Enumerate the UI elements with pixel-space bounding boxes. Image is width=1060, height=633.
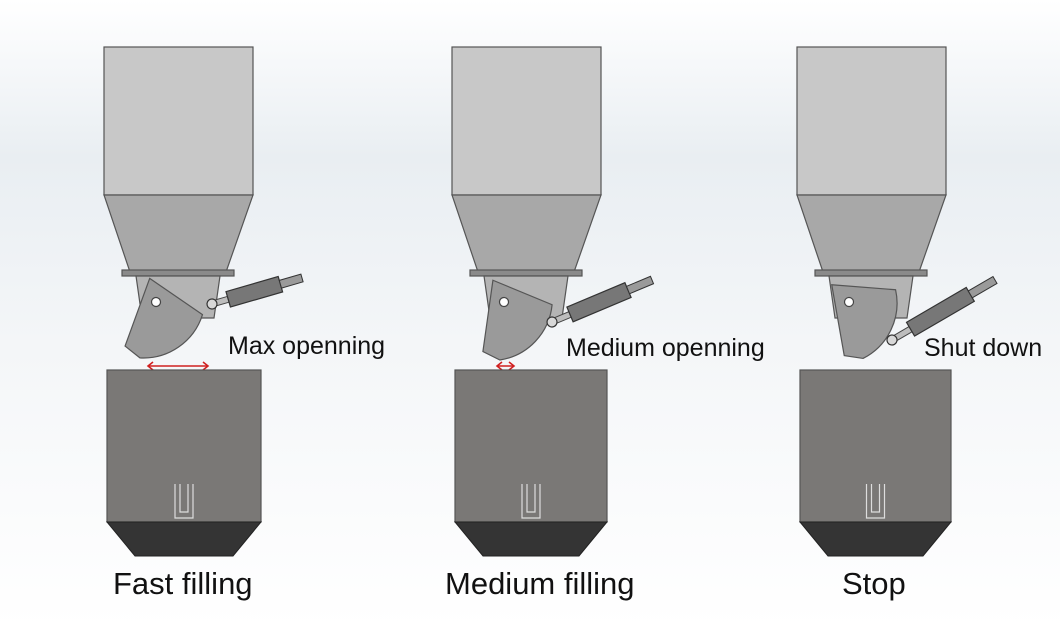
gate-flap	[482, 279, 553, 361]
gate-flap	[831, 284, 898, 360]
flange-plate	[814, 269, 928, 277]
filler-assembly-2	[451, 46, 655, 557]
receiving-bin	[106, 369, 262, 523]
shut-down-label: Shut down	[924, 334, 1043, 362]
actuator-clevis	[886, 334, 898, 346]
hopper-body	[103, 46, 254, 196]
receiving-bin	[799, 369, 952, 523]
filler-assembly-1	[103, 46, 304, 557]
bin-bottom-cone	[453, 521, 609, 557]
gate-flap	[124, 277, 204, 359]
receiving-bin	[454, 369, 608, 523]
actuator-end	[278, 273, 304, 289]
bin-bottom-cone	[798, 521, 953, 557]
gate-pivot	[843, 296, 855, 308]
pneumatic-actuator	[206, 273, 304, 310]
filler-assembly-3	[796, 46, 998, 557]
actuator-clevis	[546, 316, 558, 328]
hopper-cone	[103, 194, 254, 273]
pneumatic-actuator	[886, 275, 998, 346]
bin-bottom-cone	[105, 521, 263, 557]
flange-plate	[121, 269, 235, 277]
pneumatic-actuator	[546, 275, 655, 328]
medium-openning-label: Medium openning	[566, 334, 765, 362]
hopper-body	[796, 46, 947, 196]
actuator-end	[967, 275, 998, 299]
hopper-cone	[451, 194, 602, 273]
max-openning-label: Max openning	[228, 332, 386, 360]
actuator-end	[625, 275, 655, 295]
flange-plate	[469, 269, 583, 277]
gate-pivot	[498, 296, 510, 308]
opening-arrow-head-left	[495, 361, 503, 371]
medium-filling-caption: Medium filling	[445, 566, 635, 601]
gate-sector	[124, 277, 204, 359]
opening-arrow-head-left	[146, 361, 154, 371]
hopper-body	[451, 46, 602, 196]
gate-pivot	[150, 296, 162, 308]
fast-filling-caption: Fast filling	[113, 566, 253, 601]
actuator-clevis	[206, 298, 218, 310]
bin-clip-mark	[521, 484, 541, 519]
stop-caption: Stop	[842, 566, 906, 601]
bin-clip-mark	[865, 484, 886, 519]
opening-arrow-head-right	[508, 361, 516, 371]
hopper-cone	[796, 194, 947, 273]
bin-clip-mark	[174, 484, 194, 519]
opening-arrow-head-right	[202, 361, 210, 371]
